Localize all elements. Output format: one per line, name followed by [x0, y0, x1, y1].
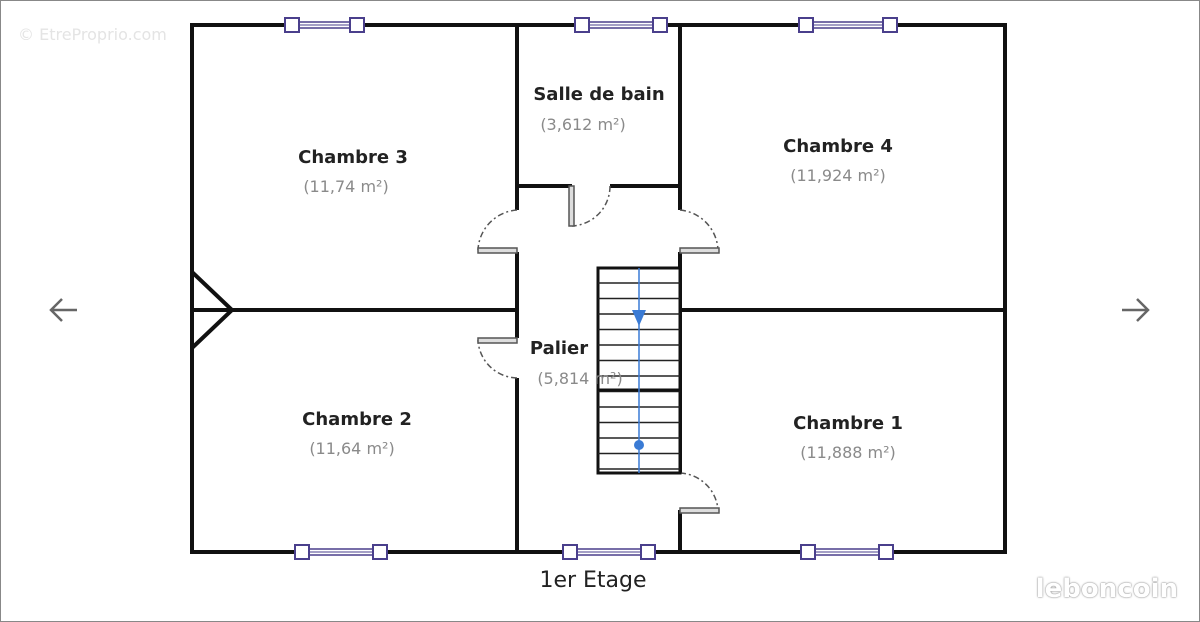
door-swings	[477, 185, 719, 511]
room-area: (3,612 m²)	[540, 115, 625, 134]
room-area: (11,888 m²)	[800, 443, 896, 462]
room-name: Palier	[530, 338, 588, 359]
brand-logo: leboncoin	[1035, 574, 1178, 604]
window	[562, 544, 656, 560]
room-area: (11,924 m²)	[790, 166, 886, 185]
room-name: Chambre 2	[302, 409, 412, 430]
room-area: (11,74 m²)	[303, 177, 388, 196]
staircase	[596, 266, 682, 475]
window	[294, 544, 388, 560]
room-name: Salle de bain	[533, 84, 664, 105]
window	[800, 544, 894, 560]
room-name: Chambre 4	[783, 136, 893, 157]
window	[284, 17, 365, 33]
watermark: © EtreProprio.com	[18, 25, 167, 44]
room-name: Chambre 3	[298, 147, 408, 168]
arrow-right-icon	[1122, 298, 1150, 322]
windows	[284, 17, 898, 560]
window	[798, 17, 898, 33]
previous-image-button[interactable]	[44, 290, 84, 330]
stair-arrow-icon	[632, 310, 646, 326]
arrow-left-icon	[49, 298, 77, 322]
room-area: (5,814 m²)	[537, 369, 622, 388]
room-name: Chambre 1	[793, 413, 903, 434]
next-image-button[interactable]	[1115, 290, 1155, 330]
doors	[477, 185, 720, 514]
room-area: (11,64 m²)	[309, 439, 394, 458]
floor-label: 1er Etage	[539, 568, 646, 593]
window	[574, 17, 668, 33]
